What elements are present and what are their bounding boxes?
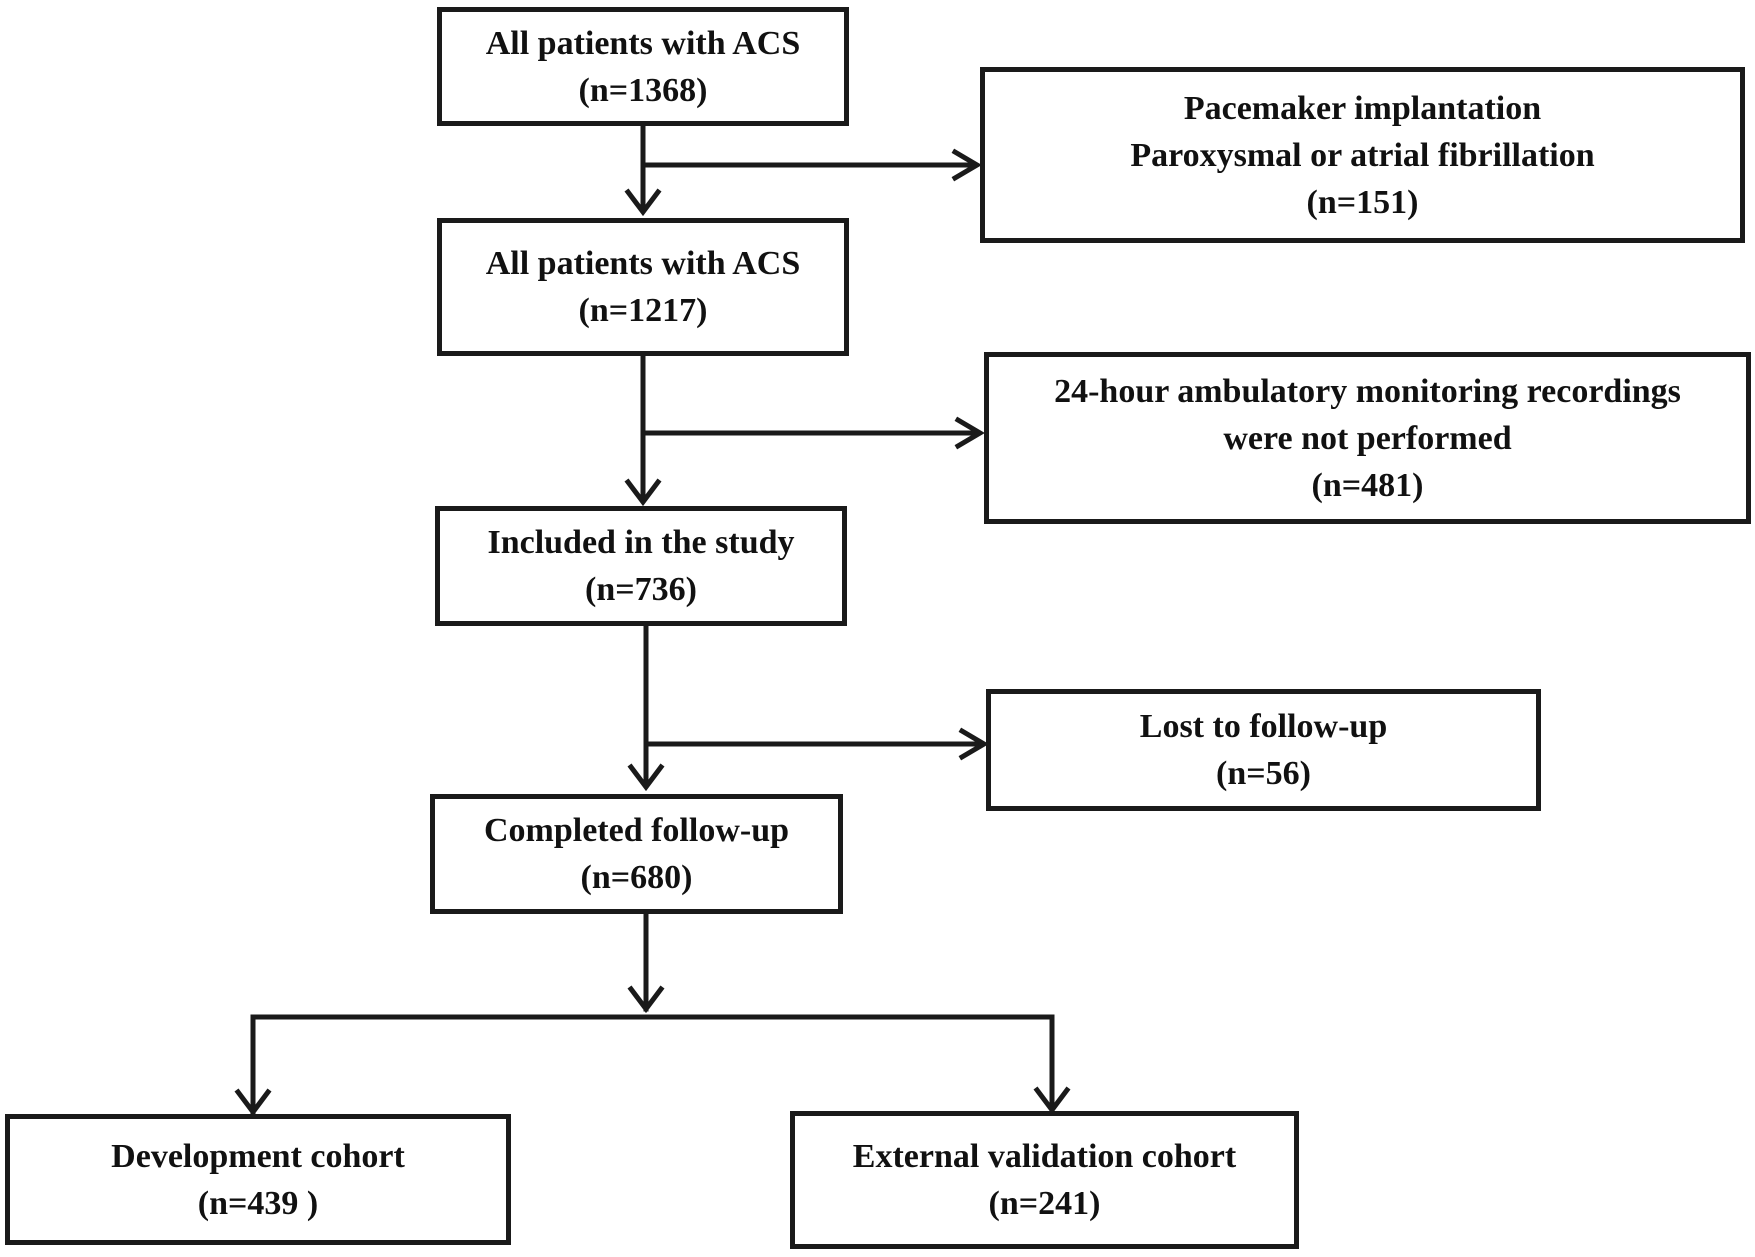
box-line-2: were not performed — [1223, 419, 1512, 457]
box-count: (n=1217) — [578, 292, 708, 329]
box-count: (n=481) — [1311, 466, 1424, 504]
box-title: All patients with ACS — [485, 245, 801, 282]
box-completed-follow-up: Completed follow-up (n=680) — [430, 794, 843, 914]
box-line-1: 24-hour ambulatory monitoring recordings — [1054, 372, 1681, 410]
box-line-2: Paroxysmal or atrial fibrillation — [1130, 136, 1595, 174]
arrowhead-completed — [627, 763, 665, 792]
arrowhead-development — [234, 1088, 272, 1117]
arrowhead-acs2 — [624, 188, 662, 217]
box-exclusion-no-monitoring: 24-hour ambulatory monitoring recordings… — [984, 352, 1751, 524]
arrowhead-included — [624, 478, 662, 507]
arrowhead-validation — [1033, 1086, 1071, 1115]
box-title: External validation cohort — [852, 1138, 1237, 1175]
box-external-validation-cohort: External validation cohort (n=241) — [790, 1111, 1299, 1249]
box-title: Lost to follow-up — [1139, 708, 1388, 745]
box-lost-to-follow-up: Lost to follow-up (n=56) — [986, 689, 1541, 811]
box-title: Completed follow-up — [483, 812, 790, 849]
box-development-cohort: Development cohort (n=439 ) — [5, 1114, 511, 1245]
box-count: (n=736) — [585, 571, 697, 608]
box-count: (n=439 ) — [197, 1184, 319, 1222]
box-included-in-study: Included in the study (n=736) — [435, 506, 847, 626]
box-count: (n=151) — [1306, 183, 1419, 221]
box-all-patients-1217: All patients with ACS (n=1217) — [437, 218, 849, 356]
box-title: All patients with ACS — [485, 24, 801, 62]
box-count: (n=56) — [1216, 755, 1311, 792]
arrowhead-lost — [958, 727, 989, 761]
box-count: (n=1368) — [578, 71, 708, 109]
box-line-1: Pacemaker implantation — [1183, 89, 1542, 127]
box-all-patients-1368: All patients with ACS (n=1368) — [437, 7, 849, 126]
box-title: Development cohort — [111, 1137, 405, 1175]
arrowhead-exclusion-1 — [951, 148, 982, 182]
box-count: (n=241) — [988, 1185, 1101, 1222]
box-exclusion-pacemaker-af: Pacemaker implantation Paroxysmal or atr… — [980, 67, 1745, 243]
box-title: Included in the study — [487, 524, 795, 561]
box-count: (n=680) — [580, 859, 693, 896]
arrowhead-exclusion-2 — [954, 416, 985, 450]
arrowhead-split — [627, 985, 665, 1014]
